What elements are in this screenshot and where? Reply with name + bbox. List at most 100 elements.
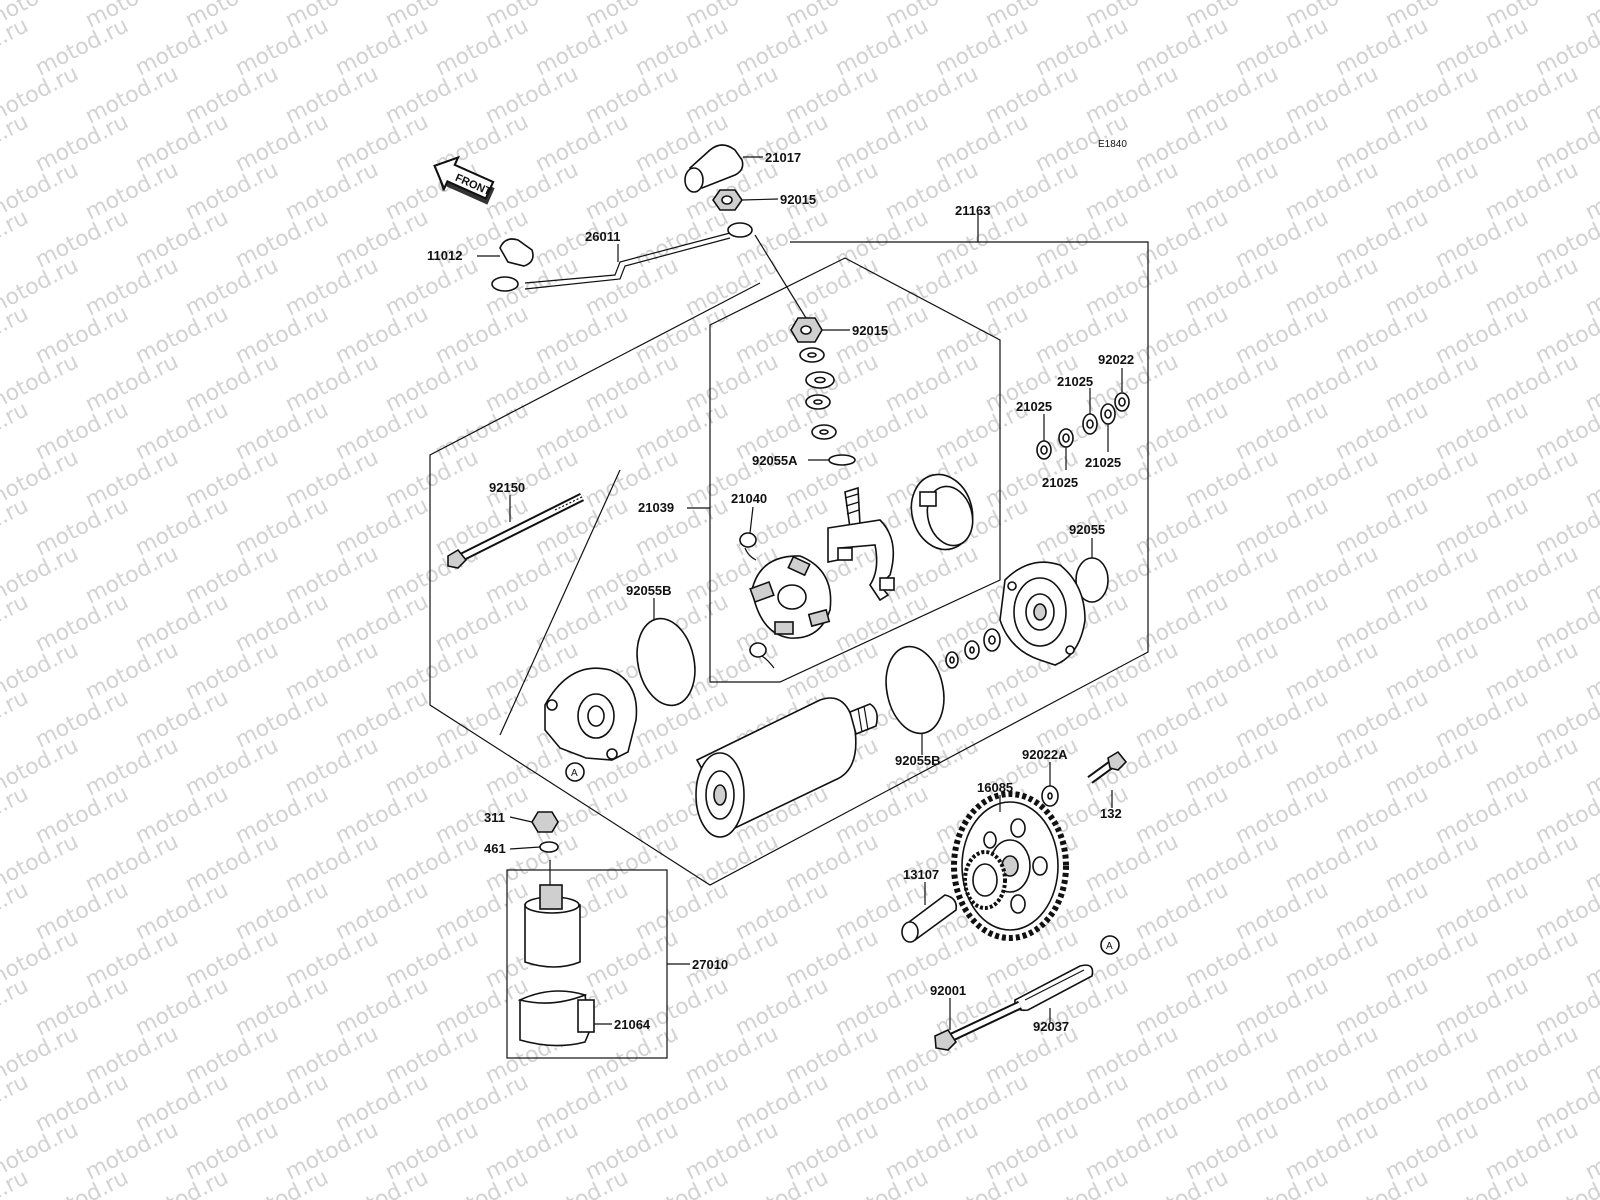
watermark-text: motod.ru <box>1181 637 1282 705</box>
watermark-text: motod.ru <box>31 1165 132 1200</box>
watermark-text: motod.ru <box>531 1069 632 1137</box>
watermark-text: motod.ru <box>681 637 782 705</box>
cover-21064 <box>517 990 595 1047</box>
watermark-text: motod.ru <box>681 61 782 129</box>
part-label-21163: 21163 <box>955 203 990 218</box>
watermark-text: motod.ru <box>331 781 432 849</box>
watermark-text: motod.ru <box>1231 493 1332 561</box>
watermark-text: motod.ru <box>1481 733 1582 801</box>
watermark-text: motod.ru <box>1231 589 1332 657</box>
watermark-text: motod.ru <box>1181 829 1282 897</box>
part-label-21025-c: 21025 <box>1042 475 1078 490</box>
watermark-text: motod.ru <box>131 397 232 465</box>
watermark-text: motod.ru <box>181 637 282 705</box>
watermark-text: motod.ru <box>1481 61 1582 129</box>
part-label-13107: 13107 <box>903 867 939 882</box>
starter-motor-body <box>695 697 878 838</box>
leader-lines <box>477 156 1123 1030</box>
watermark-text: motod.ru <box>1381 1117 1482 1185</box>
watermark-text: motod.ru <box>1231 877 1332 945</box>
watermark-text: motod.ru <box>1181 157 1282 225</box>
watermark-text: motod.ru <box>531 13 632 81</box>
watermark-text: motod.ru <box>181 829 282 897</box>
part-labels: 21017 92015 21163 11012 26011 92015 9202… <box>427 150 1134 1034</box>
part-label-92055B-left: 92055B <box>626 583 672 598</box>
watermark-text: motod.ru <box>1231 781 1332 849</box>
part-label-26011: 26011 <box>585 229 620 244</box>
brush-spring-21040 <box>739 532 775 669</box>
watermark-text: motod.ru <box>331 1165 432 1200</box>
watermark-text: motod.ru <box>1181 349 1282 417</box>
watermark-text: motod.ru <box>181 61 282 129</box>
watermark-text: motod.ru <box>131 877 232 945</box>
watermark-text: motod.ru <box>881 1117 982 1185</box>
watermark-text: motod.ru <box>1081 925 1182 993</box>
watermark-text: motod.ru <box>81 733 182 801</box>
watermark-text: motod.ru <box>431 1069 532 1137</box>
watermark-text: motod.ru <box>231 205 332 273</box>
washer-92022A <box>1041 785 1059 807</box>
watermark-text: motod.ru <box>1331 205 1432 273</box>
watermark-text: motod.ru <box>81 445 182 513</box>
watermark-text: motod.ru <box>781 253 882 321</box>
watermark-text: motod.ru <box>331 589 432 657</box>
watermark-text: motod.ru <box>31 685 132 753</box>
watermark-text: motod.ru <box>1131 685 1232 753</box>
watermark-text: motod.ru <box>1481 541 1582 609</box>
plate-92037: A <box>1014 935 1120 1012</box>
watermark-text: motod.ru <box>131 493 232 561</box>
watermark-text: motod.ru <box>1281 829 1382 897</box>
watermark-text: motod.ru <box>1481 157 1582 225</box>
watermark-text: motod.ru <box>0 1069 33 1137</box>
watermark-text: motod.ru <box>1331 301 1432 369</box>
watermark-text: motod.ru <box>631 1069 732 1137</box>
part-label-11012: 11012 <box>427 248 462 263</box>
watermark-text: motod.ru <box>381 445 482 513</box>
part-label-92055A: 92055A <box>752 453 798 468</box>
watermark-text: motod.ru <box>681 349 782 417</box>
callout-letter-a-left: A <box>571 768 578 779</box>
watermark-text: motod.ru <box>281 541 382 609</box>
watermark-text: motod.ru <box>1231 397 1332 465</box>
watermark-text: motod.ru <box>31 301 132 369</box>
watermark-text: motod.ru <box>831 109 932 177</box>
starter-cable-26011 <box>491 222 753 292</box>
watermark-text: motod.ru <box>1381 925 1482 993</box>
watermark-text: motod.ru <box>1081 157 1182 225</box>
watermark-text: motod.ru <box>1131 205 1232 273</box>
watermark-text: motod.ru <box>1331 781 1432 849</box>
watermark-text: motod.ru <box>731 973 832 1041</box>
watermark-text: motod.ru <box>131 301 232 369</box>
watermark-text: motod.ru <box>331 1069 432 1137</box>
watermark-text: motod.ru <box>1331 589 1432 657</box>
cap-11012 <box>499 238 534 267</box>
watermark-text: motod.ru <box>231 493 332 561</box>
part-label-92150: 92150 <box>489 480 525 495</box>
watermark-text: motod.ru <box>1031 13 1132 81</box>
watermark-text: motod.ru <box>831 781 932 849</box>
watermark-text: motod.ru <box>0 685 33 753</box>
watermark-text: motod.ru <box>131 109 232 177</box>
watermark-text: motod.ru <box>681 1021 782 1089</box>
watermark-text: motod.ru <box>131 685 232 753</box>
watermark-text: motod.ru <box>231 973 332 1041</box>
watermark-text: motod.ru <box>331 301 432 369</box>
watermark-text: motod.ru <box>1331 397 1432 465</box>
watermark-text: motod.ru <box>31 589 132 657</box>
watermark-text: motod.ru <box>331 493 432 561</box>
watermark-text: motod.ru <box>81 541 182 609</box>
watermark-text: motod.ru <box>1381 829 1482 897</box>
watermark-text: motod.ru <box>1131 781 1232 849</box>
part-label-461: 461 <box>484 841 506 856</box>
watermark-text: motod.ru <box>1581 445 1600 513</box>
watermark-text: motod.ru <box>1181 541 1282 609</box>
watermark-text: motod.ru <box>1431 877 1532 945</box>
watermark-text: motod.ru <box>1081 829 1182 897</box>
watermark-text: motod.ru <box>1381 61 1482 129</box>
watermark-text: motod.ru <box>1231 973 1332 1041</box>
watermark-text: motod.ru <box>381 1021 482 1089</box>
watermark-text: motod.ru <box>231 877 332 945</box>
watermark-text: motod.ru <box>331 877 432 945</box>
watermark-text: motod.ru <box>981 61 1082 129</box>
